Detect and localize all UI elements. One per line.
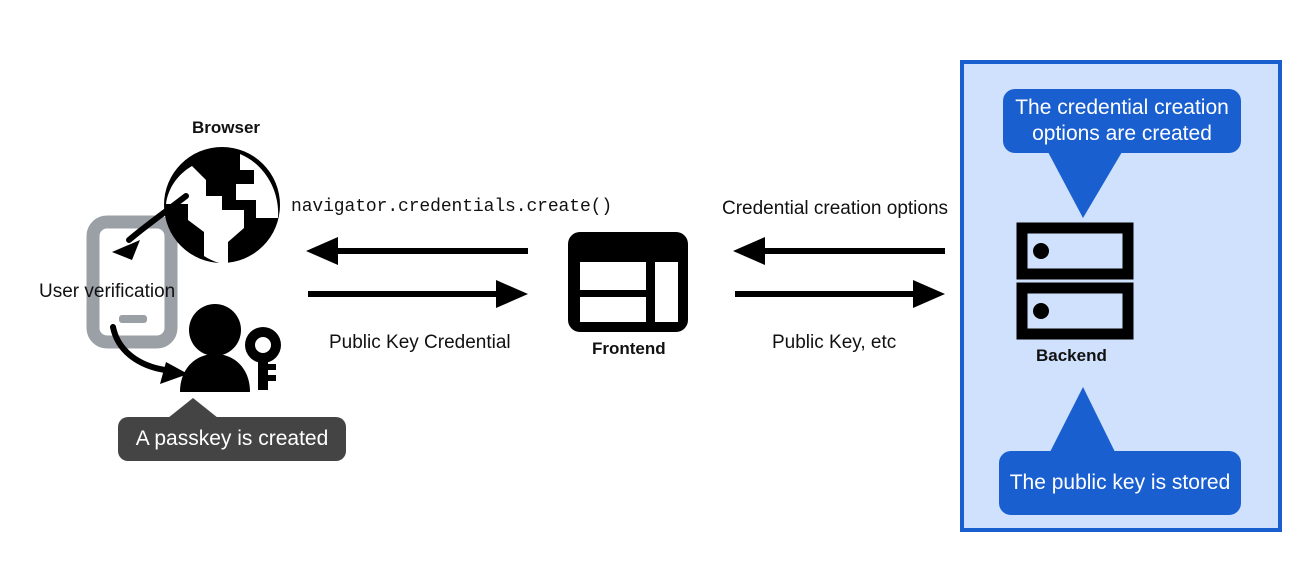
backend-label: Backend <box>1036 346 1107 365</box>
globe-icon <box>164 147 280 264</box>
arrow-browser-inbound <box>306 237 528 265</box>
phone-to-passkey-arrow <box>110 324 188 384</box>
user-verification-label: User verification <box>39 281 176 302</box>
backend-top-callout: The credential creation options are crea… <box>1003 89 1241 153</box>
person-with-key-icon <box>180 304 281 392</box>
passkey-tooltip-tail <box>168 398 218 418</box>
credential-creation-options-label: Credential creation options <box>722 198 949 219</box>
arrow-backend-inbound <box>733 237 945 265</box>
browser-to-phone-arrow <box>112 193 189 260</box>
browser-label: Browser <box>192 118 261 137</box>
public-key-credential-label: Public Key Credential <box>329 332 511 353</box>
arrow-browser-outbound <box>308 280 528 308</box>
backend-bottom-callout: The public key is stored <box>999 451 1241 515</box>
web-layout-icon <box>568 232 688 332</box>
passkey-created-tooltip: A passkey is created <box>118 417 346 461</box>
navigator-create-label: navigator.credentials.create() <box>291 197 613 217</box>
frontend-label: Frontend <box>592 339 666 358</box>
arrow-backend-outbound <box>735 280 945 308</box>
public-key-etc-label: Public Key, etc <box>772 332 897 353</box>
